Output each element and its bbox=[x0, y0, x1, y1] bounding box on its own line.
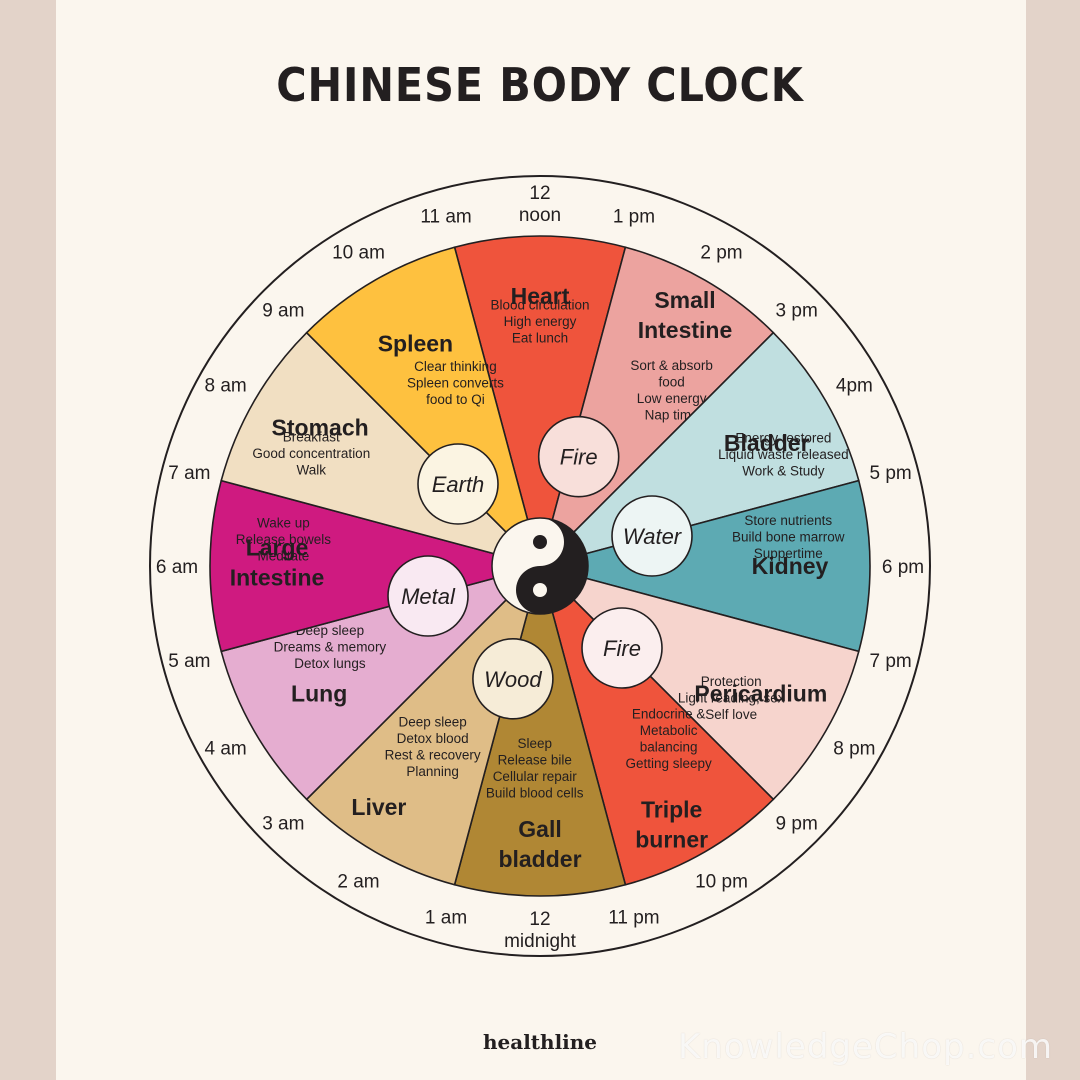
hour-label-22: 10 pm bbox=[695, 871, 748, 892]
hour-label-8: 8 am bbox=[205, 376, 247, 397]
hour-label-23: 11 pm bbox=[608, 908, 659, 929]
watermark: KnowledgeChop.com bbox=[678, 1027, 1053, 1067]
hour-label-4: 4 am bbox=[205, 739, 247, 760]
element-circle bbox=[387, 555, 469, 637]
hour-label-16: 4pm bbox=[836, 376, 873, 397]
hour-label-21: 9 pm bbox=[776, 814, 818, 835]
hour-label-6: 6 am bbox=[156, 557, 198, 578]
element-label: Water bbox=[623, 524, 683, 549]
element-label: Wood bbox=[484, 667, 542, 692]
element-water-1: Water bbox=[611, 495, 693, 577]
brand-logo: healthline bbox=[482, 1030, 598, 1054]
hour-label-15: 3 pm bbox=[776, 300, 818, 321]
element-circle bbox=[581, 607, 663, 689]
element-metal-4: Metal bbox=[387, 555, 469, 637]
element-circle bbox=[472, 637, 554, 720]
liver-name: Liver bbox=[351, 794, 406, 820]
hour-label-20: 8 pm bbox=[833, 739, 875, 760]
gall-bladder-sector bbox=[453, 562, 627, 897]
hour-label-3: 3 am bbox=[262, 814, 304, 835]
heart-sector bbox=[453, 235, 627, 570]
liver-sector bbox=[305, 563, 542, 886]
lung-name: Lung bbox=[291, 681, 347, 707]
stomach-name: Stomach bbox=[272, 414, 369, 440]
bladder-sector bbox=[537, 331, 860, 568]
hour-label-14: 2 pm bbox=[700, 243, 742, 264]
hour-label-2: 2 am bbox=[337, 871, 379, 892]
outer-ring bbox=[149, 175, 931, 957]
kidney-sector bbox=[536, 479, 871, 653]
element-circle bbox=[417, 443, 499, 525]
yin-yang-icon bbox=[491, 517, 589, 615]
hour-label-5: 5 am bbox=[168, 651, 210, 672]
hour-label-18: 6 pm bbox=[882, 557, 924, 578]
element-wood-3: Wood bbox=[472, 637, 554, 720]
element-fire-0: Fire bbox=[537, 415, 620, 498]
hour-label-19: 7 pm bbox=[870, 651, 912, 672]
kidney-name: Kidney bbox=[752, 553, 829, 579]
hour-label-10: 10 am bbox=[332, 243, 385, 264]
hour-label-7: 7 am bbox=[168, 463, 210, 484]
hour-label-17: 5 pm bbox=[870, 463, 912, 484]
lung-sector bbox=[220, 564, 543, 801]
element-fire-2: Fire bbox=[581, 607, 663, 689]
bladder-name: Bladder bbox=[724, 430, 810, 456]
hour-label-11: 11 am bbox=[420, 206, 471, 227]
hour-label-1: 1 am bbox=[425, 908, 467, 929]
element-circle bbox=[537, 415, 620, 498]
element-label: Metal bbox=[401, 584, 456, 609]
element-earth-5: Earth bbox=[417, 443, 499, 525]
element-label: Fire bbox=[560, 445, 598, 470]
element-label: Earth bbox=[432, 472, 485, 497]
heart-name: Heart bbox=[511, 283, 570, 309]
element-label: Fire bbox=[603, 636, 641, 661]
hour-label-13: 1 pm bbox=[613, 206, 655, 227]
pericardium-name: Pericardium bbox=[694, 681, 827, 707]
page-title: CHINESE BODY CLOCK bbox=[276, 58, 804, 112]
large-intestine-sector bbox=[209, 479, 544, 653]
spleen-name: Spleen bbox=[378, 331, 453, 357]
hour-label-9: 9 am bbox=[262, 300, 304, 321]
element-circle bbox=[611, 495, 693, 577]
